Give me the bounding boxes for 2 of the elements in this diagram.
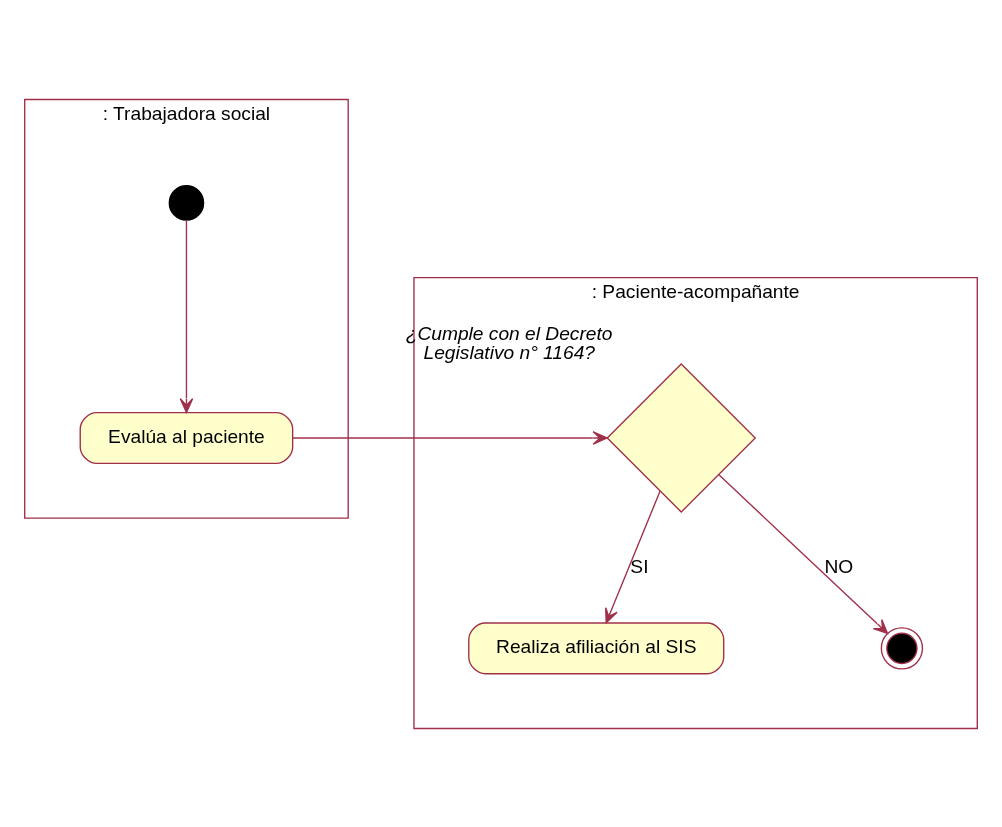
edge-label: SI	[630, 555, 649, 577]
edge-label: NO	[824, 555, 854, 577]
